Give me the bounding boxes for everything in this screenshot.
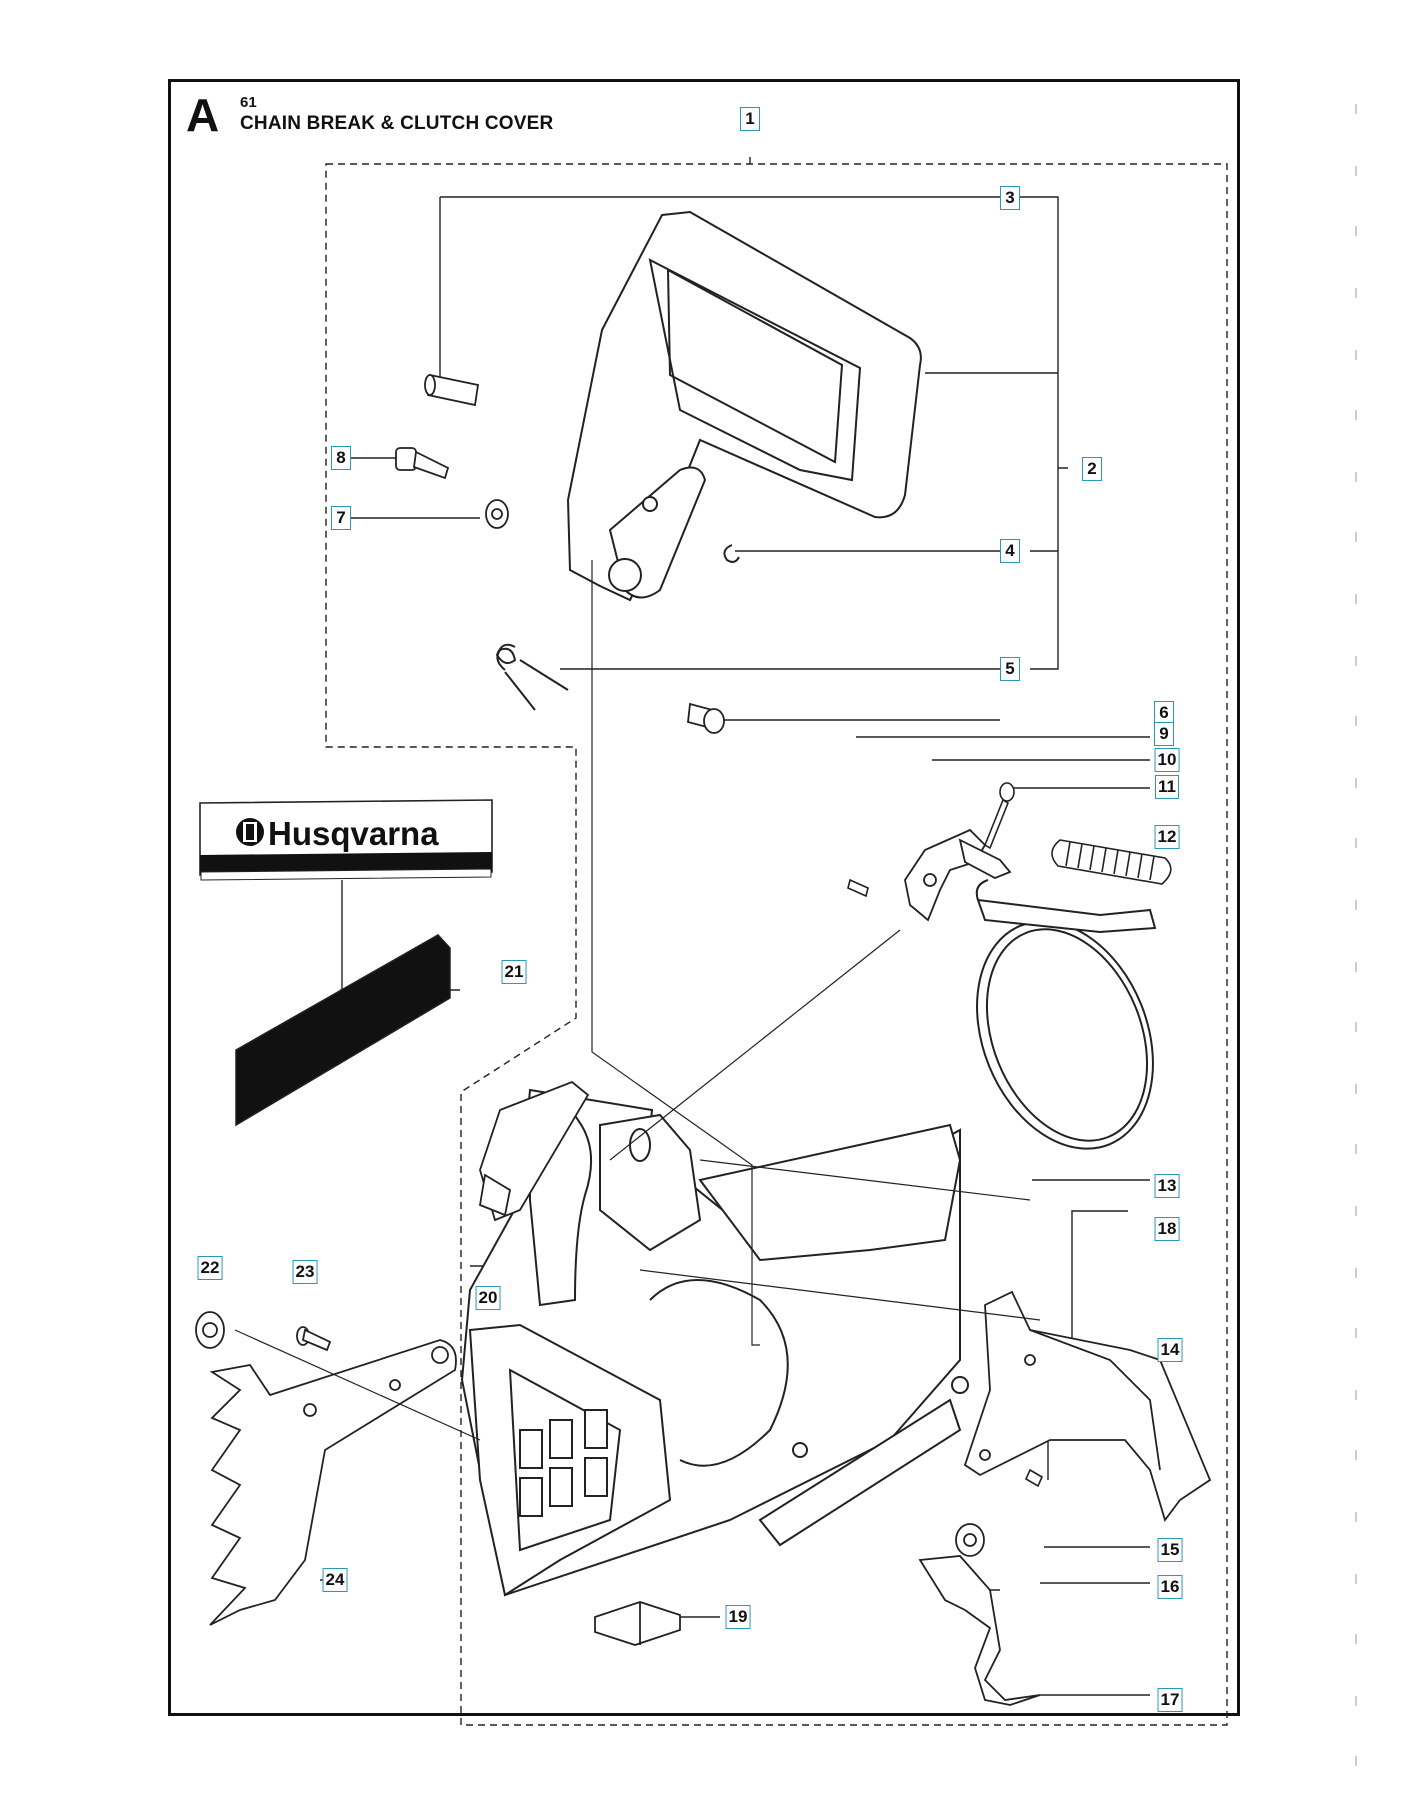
callout-8[interactable]: 8 bbox=[331, 446, 351, 470]
callout-6[interactable]: 6 bbox=[1154, 701, 1174, 725]
callout-10[interactable]: 10 bbox=[1154, 748, 1180, 772]
callout-3[interactable]: 3 bbox=[1000, 186, 1020, 210]
clutch-cover bbox=[460, 1088, 969, 1597]
callout-12[interactable]: 12 bbox=[1154, 825, 1180, 849]
callout-9[interactable]: 9 bbox=[1154, 722, 1174, 746]
callout-19[interactable]: 19 bbox=[725, 1605, 751, 1629]
callout-20[interactable]: 20 bbox=[475, 1286, 501, 1310]
section-letter: A bbox=[186, 89, 220, 141]
stop-screw bbox=[687, 702, 725, 734]
bracket-lines bbox=[440, 196, 1068, 670]
callout-1[interactable]: 1 bbox=[740, 107, 760, 131]
callout-4[interactable]: 4 bbox=[1000, 539, 1020, 563]
callout-13[interactable]: 13 bbox=[1154, 1174, 1180, 1198]
bar-nut bbox=[195, 1311, 225, 1349]
callout-14[interactable]: 14 bbox=[1157, 1338, 1183, 1362]
assembly-outline-upper bbox=[325, 156, 1228, 1726]
callout-22[interactable]: 22 bbox=[197, 1256, 223, 1280]
section-number: 61 bbox=[240, 94, 257, 111]
black-decal-strip bbox=[235, 934, 451, 1127]
callout-23[interactable]: 23 bbox=[292, 1260, 318, 1284]
callout-5[interactable]: 5 bbox=[1000, 657, 1020, 681]
shoulder-screw bbox=[395, 447, 450, 480]
brand-decal bbox=[199, 799, 493, 881]
latch-pin bbox=[847, 878, 869, 898]
callout-16[interactable]: 16 bbox=[1157, 1575, 1183, 1599]
cover-nut bbox=[955, 1523, 985, 1557]
compression-spring bbox=[1051, 839, 1172, 885]
bushing bbox=[485, 499, 509, 529]
brand-decal-text: Husqvarna bbox=[268, 815, 439, 852]
callout-11[interactable]: 11 bbox=[1155, 775, 1179, 799]
callout-17[interactable]: 17 bbox=[1157, 1688, 1183, 1712]
cover-lever bbox=[478, 1080, 590, 1222]
callout-21[interactable]: 21 bbox=[501, 960, 527, 984]
scan-edge-marks bbox=[1355, 104, 1357, 1766]
pivot-pin bbox=[424, 373, 480, 407]
husqvarna-crown-logo bbox=[236, 818, 264, 846]
callout-15[interactable]: 15 bbox=[1157, 1538, 1183, 1562]
felling-dog bbox=[209, 1339, 457, 1626]
latch-screw bbox=[984, 782, 1015, 850]
rubber-buffer bbox=[594, 1601, 681, 1646]
hand-guard bbox=[566, 210, 922, 602]
brake-latch bbox=[904, 828, 1012, 922]
callout-24[interactable]: 24 bbox=[322, 1568, 348, 1592]
plate-screw bbox=[1024, 1468, 1044, 1488]
callout-2[interactable]: 2 bbox=[1082, 457, 1102, 481]
retaining-clip bbox=[723, 544, 740, 563]
brake-band bbox=[975, 879, 1157, 1150]
diagram-frame bbox=[168, 79, 1240, 1716]
callout-18[interactable]: 18 bbox=[1154, 1217, 1180, 1241]
guide-plate bbox=[963, 1290, 1212, 1522]
section-title: CHAIN BREAK & CLUTCH COVER bbox=[240, 113, 554, 134]
bumper-screw bbox=[296, 1326, 332, 1352]
torsion-spring bbox=[495, 643, 569, 711]
spike-bumper bbox=[918, 1555, 1041, 1706]
callout-7[interactable]: 7 bbox=[331, 506, 351, 530]
